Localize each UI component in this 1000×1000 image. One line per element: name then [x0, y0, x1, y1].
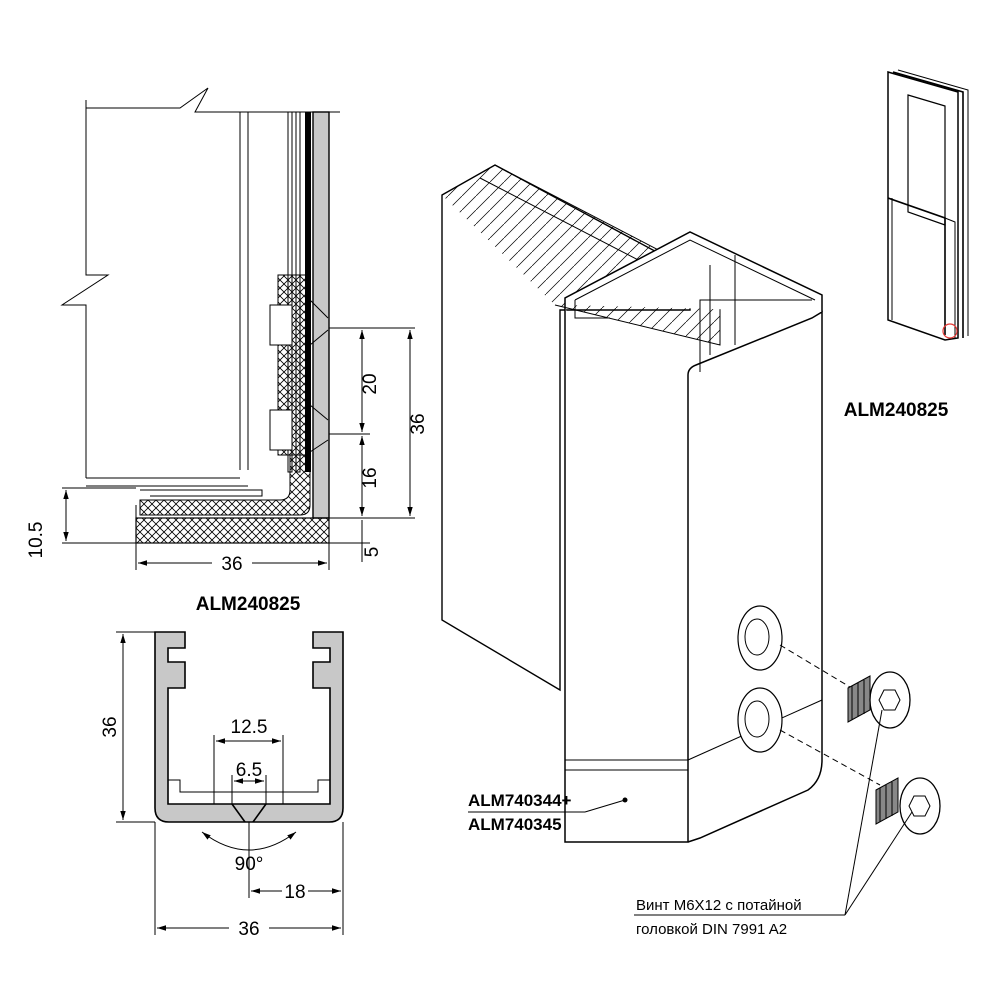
- door-thumbnail: [887, 69, 969, 341]
- screw-cones: [309, 299, 329, 453]
- screw-lower: [875, 777, 941, 835]
- dim-18-label: 18: [284, 882, 305, 903]
- break-line-left: [60, 100, 110, 478]
- screw-note-leader-2: [844, 811, 913, 916]
- iso-title: ALM240825: [844, 400, 949, 421]
- profile-body: [564, 305, 823, 843]
- dim-profile-w-bg: [229, 917, 269, 937]
- profile-top: [564, 231, 823, 312]
- profile-wall: [312, 111, 330, 519]
- screw-note-line-2: головкой DIN 7991 A2: [636, 921, 787, 938]
- dim-18-bg: [282, 880, 308, 900]
- screw-hole-lower-inner: [744, 700, 770, 738]
- isometric-view: ALM740344+ ALM740345 Винт М6Х12 с потайн…: [441, 164, 949, 938]
- screw-axis-lower: [779, 729, 881, 786]
- dim-5-label: 5: [362, 547, 383, 558]
- dim-20-label: 20: [360, 373, 381, 394]
- inner-channel: [140, 489, 263, 497]
- break-line-top: [86, 87, 340, 113]
- part-code-1: ALM740344+: [468, 791, 572, 810]
- dim-12-5-label: 12.5: [231, 717, 268, 738]
- part-code-2: ALM740345: [468, 815, 562, 834]
- countersink: [231, 803, 267, 823]
- screw-note-leader-1: [844, 709, 883, 916]
- leader-line: [584, 799, 626, 813]
- dim-profile-width: 36: [238, 919, 259, 940]
- dim-36-v-label: 36: [408, 413, 429, 434]
- screw-hole-upper: [737, 605, 783, 671]
- dim-profile-height: 36: [100, 716, 121, 737]
- screw-note-line-1: Винт М6Х12 с потайной: [636, 897, 802, 914]
- floor-base: [135, 517, 330, 544]
- screw-upper: [847, 671, 911, 729]
- section-view: 20 16 36 10.5 5 36: [26, 87, 429, 575]
- screw-hole-lower: [737, 687, 783, 753]
- dim-6-5-label: 6.5: [236, 760, 262, 781]
- dim-36-h-label: 36: [221, 554, 242, 575]
- screw-seat-2: [269, 409, 293, 451]
- dim-16-label: 16: [360, 467, 381, 488]
- dim-36-h-bg: [212, 552, 252, 572]
- profile-inner-rib: [168, 779, 330, 793]
- profile-ribs: [709, 255, 736, 355]
- profile-channel: [574, 239, 816, 372]
- screw-hole-upper-inner: [744, 618, 770, 656]
- profile-view: ALM240825 90° 36 12.5 6.5 18 36: [100, 594, 344, 940]
- screw-seat-1: [269, 304, 293, 346]
- detail-highlight-circle: [942, 323, 958, 339]
- dim-10-5-label: 10.5: [26, 522, 47, 559]
- l-gasket: [139, 454, 311, 516]
- profile-title: ALM240825: [196, 594, 301, 615]
- u-profile: [154, 631, 344, 823]
- screw-axis-upper: [779, 644, 856, 691]
